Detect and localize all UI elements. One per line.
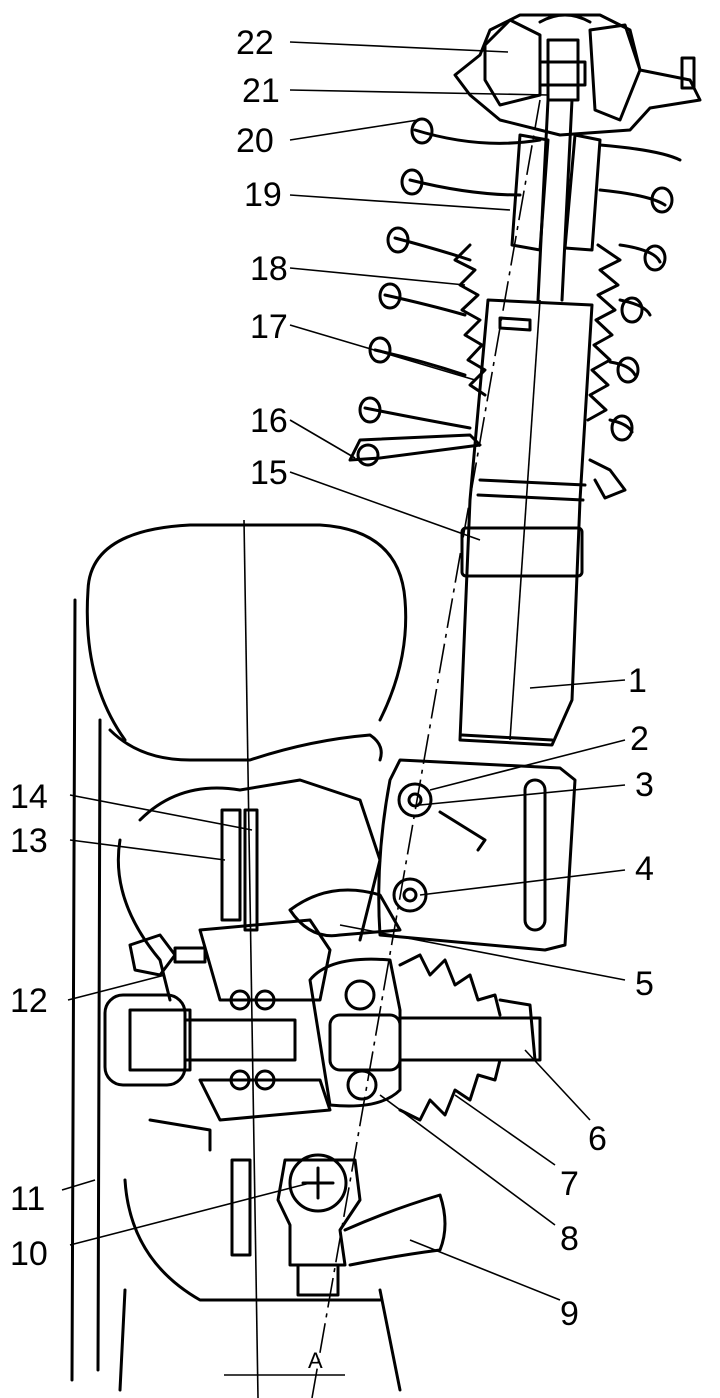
label-11: 11: [10, 1180, 45, 1218]
strut-body: [458, 298, 594, 747]
wheel-hub-assembly: [103, 918, 332, 1152]
label-22: 22: [236, 24, 274, 62]
label-18: 18: [250, 250, 288, 288]
label-5: 5: [635, 965, 654, 1003]
label-21: 21: [242, 72, 280, 110]
label-17: 17: [250, 308, 288, 346]
label-1: 1: [628, 662, 647, 700]
label-15: 15: [250, 454, 288, 492]
label-14: 14: [10, 778, 48, 816]
cv-joint-and-driveshaft: [308, 953, 542, 1122]
steering-knuckle-bracket: [288, 758, 577, 952]
label-12: 12: [10, 982, 48, 1020]
coil-spring: [358, 117, 682, 442]
ball-joint-and-lower-arm: [276, 1153, 447, 1297]
protective-boot: [453, 243, 622, 422]
label-13: 13: [10, 822, 48, 860]
label-19: 19: [244, 176, 282, 214]
label-7: 7: [560, 1165, 579, 1203]
label-6: 6: [588, 1120, 607, 1158]
label-8: 8: [560, 1220, 579, 1258]
label-3: 3: [635, 766, 654, 804]
label-16: 16: [250, 402, 288, 440]
upper-strut-mount: [453, 13, 702, 137]
dimension-label-a: A: [308, 1348, 323, 1373]
label-10: 10: [10, 1235, 48, 1273]
label-9: 9: [560, 1295, 579, 1333]
callout-labels: 22 21 20 19 18 17 16 15 1 2 3 4 5 6 7 8 …: [10, 24, 654, 1373]
tyre-and-rim: [70, 523, 408, 1392]
label-20: 20: [236, 122, 274, 160]
piston-rod-and-bump-stop: [510, 98, 602, 302]
centre-lines: [224, 99, 541, 1398]
label-4: 4: [635, 850, 654, 888]
label-2: 2: [630, 720, 649, 758]
strut-clamp: [460, 526, 584, 578]
leader-lines: [61, 41, 626, 1301]
